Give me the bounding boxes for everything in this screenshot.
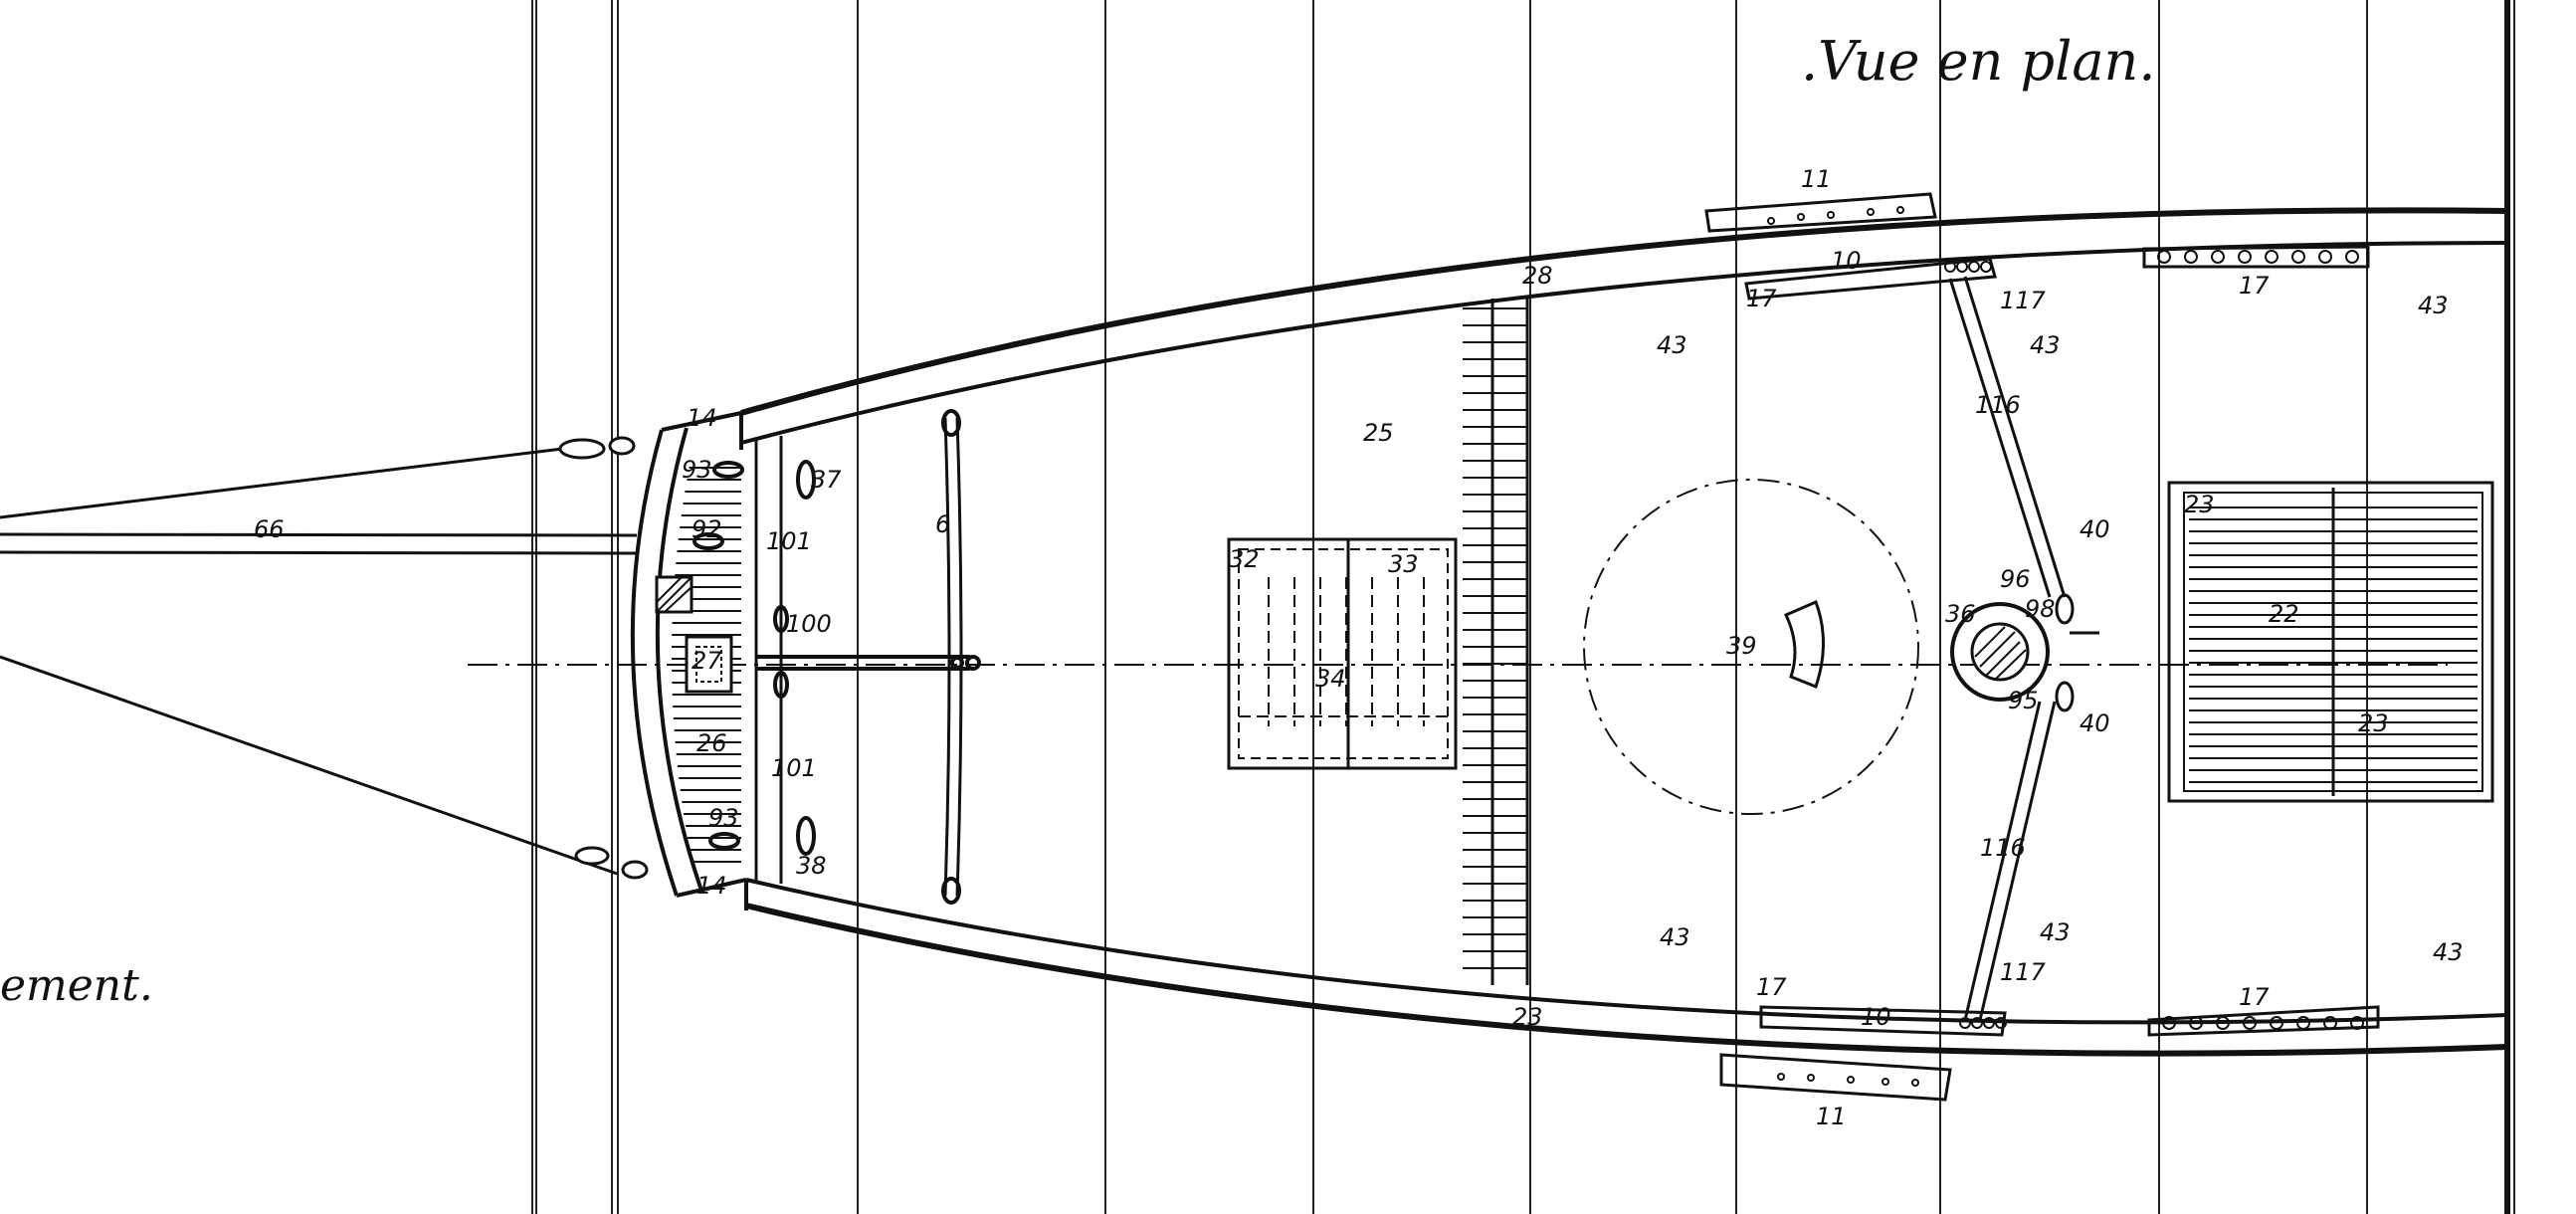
label-23-a: 23 — [2184, 491, 2215, 518]
mast-hole — [1948, 276, 2099, 1021]
label-25: 25 — [1363, 419, 1394, 447]
label-100: 100 — [786, 610, 832, 638]
chain-plates — [1704, 192, 2380, 1102]
label-116-top: 116 — [1975, 391, 2021, 419]
label-117-top: 117 — [2000, 287, 2047, 314]
label-32: 32 — [1229, 545, 1260, 573]
rivet — [2323, 1016, 2337, 1030]
label-98: 98 — [2025, 595, 2056, 623]
label-43-c: 43 — [2418, 292, 2449, 319]
label-92: 92 — [692, 515, 722, 543]
rivet — [2345, 250, 2359, 264]
rivet — [2211, 250, 2225, 264]
label-101-top: 101 — [766, 527, 812, 555]
rivet — [2350, 1016, 2364, 1030]
rivet — [1827, 211, 1835, 219]
hatch-cover-32 — [1227, 537, 1458, 770]
label-117-bottom: 117 — [2000, 958, 2047, 986]
bow-transom — [630, 411, 816, 898]
rivet — [1911, 1079, 1919, 1087]
label-101-bottom: 101 — [771, 754, 817, 782]
rivet — [2238, 250, 2252, 264]
rivet — [2291, 250, 2305, 264]
rivet — [2157, 250, 2171, 264]
label-95: 95 — [2008, 687, 2039, 714]
side-caption: ement. — [0, 960, 153, 1011]
label-39: 39 — [1726, 632, 1757, 660]
bowsprit-rigging — [0, 436, 2448, 880]
label-40-top: 40 — [2080, 515, 2110, 543]
label-40-bottom: 40 — [2080, 709, 2110, 737]
label-66: 66 — [254, 515, 285, 543]
rivet — [1971, 1017, 1983, 1029]
rivet — [1944, 261, 1956, 273]
label-23: 23 — [1512, 1003, 1543, 1031]
label-17-b: 17 — [2239, 272, 2270, 300]
label-93-bottom: 93 — [708, 804, 739, 832]
rivet — [1896, 206, 1904, 214]
label-14-bottom: 14 — [696, 872, 727, 900]
view-title: .Vue en plan. — [1801, 30, 2155, 93]
label-116-bottom: 116 — [1980, 834, 2026, 862]
rivet — [2270, 1016, 2283, 1030]
label-17-c: 17 — [1756, 973, 1787, 1001]
rivet — [1807, 1074, 1815, 1082]
label-23-b: 23 — [2358, 709, 2389, 737]
rivet — [2162, 1016, 2176, 1030]
rivet — [1867, 208, 1875, 216]
hatch-cover-22 — [2167, 481, 2494, 803]
label-11-top: 11 — [1801, 165, 1832, 193]
rivet — [2265, 250, 2279, 264]
station-lines — [531, 0, 2515, 1214]
part-labels: 11 11 10 10 17 17 17 17 117 117 28 23 25… — [254, 165, 2464, 1130]
rivet — [1983, 1017, 1995, 1029]
label-43-d: 43 — [1660, 923, 1690, 951]
label-93-top: 93 — [682, 456, 712, 484]
label-37: 37 — [811, 466, 842, 494]
rivet — [2318, 250, 2332, 264]
label-38: 38 — [796, 852, 827, 880]
deck-beam-strip — [1463, 299, 1529, 985]
tiller — [756, 409, 981, 905]
rivet — [2243, 1016, 2257, 1030]
rivet — [1847, 1076, 1855, 1084]
rivet — [1995, 1017, 2007, 1029]
label-96: 96 — [2000, 565, 2031, 593]
mast-circle — [1583, 479, 1919, 815]
hull-outline — [739, 0, 2510, 1214]
label-43-f: 43 — [2433, 938, 2464, 966]
rivet — [2184, 250, 2198, 264]
label-26: 26 — [696, 729, 727, 757]
label-11-bottom: 11 — [1816, 1103, 1847, 1130]
label-33: 33 — [1388, 550, 1419, 578]
rivet — [1956, 261, 1968, 273]
rivet — [1968, 261, 1980, 273]
rivet — [1777, 1073, 1785, 1081]
label-10-bottom: 10 — [1861, 1003, 1891, 1031]
label-34: 34 — [1315, 665, 1346, 693]
label-43-e: 43 — [2040, 918, 2071, 946]
rivet — [1797, 213, 1805, 221]
label-10-top: 10 — [1831, 247, 1862, 275]
rivet — [1882, 1078, 1889, 1086]
label-17-a: 17 — [1746, 285, 1777, 312]
rivet — [2216, 1016, 2230, 1030]
label-43-a: 43 — [1657, 331, 1687, 359]
label-43-b: 43 — [2030, 331, 2061, 359]
rivet — [1980, 261, 1992, 273]
rivet — [1959, 1017, 1971, 1029]
label-17-d: 17 — [2239, 983, 2270, 1011]
label-27: 27 — [692, 647, 722, 675]
rivet — [1767, 217, 1775, 225]
rivet — [2296, 1016, 2310, 1030]
label-14-top: 14 — [687, 404, 717, 432]
rivet — [2189, 1016, 2203, 1030]
label-6: 6 — [935, 510, 950, 538]
label-28: 28 — [1522, 262, 1553, 290]
label-36: 36 — [1945, 600, 1976, 628]
label-22: 22 — [2269, 600, 2299, 628]
